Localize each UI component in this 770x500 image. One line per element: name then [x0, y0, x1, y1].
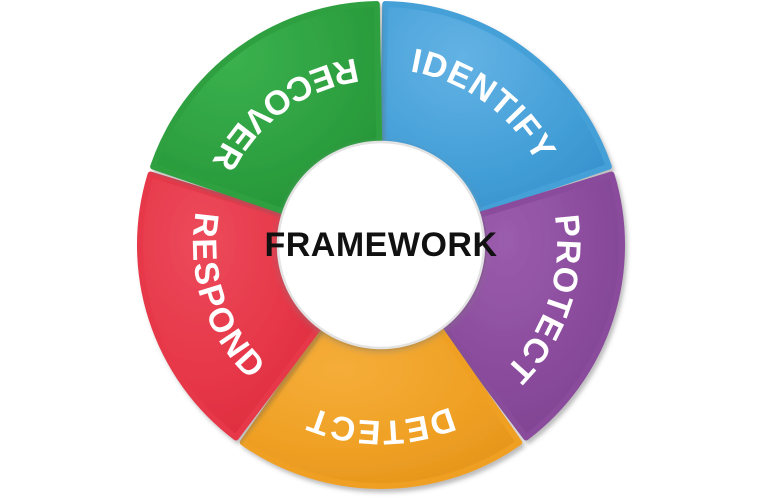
- center-framework-label: FRAMEWORK: [264, 226, 497, 264]
- wheel-center: FRAMEWORK: [264, 140, 497, 350]
